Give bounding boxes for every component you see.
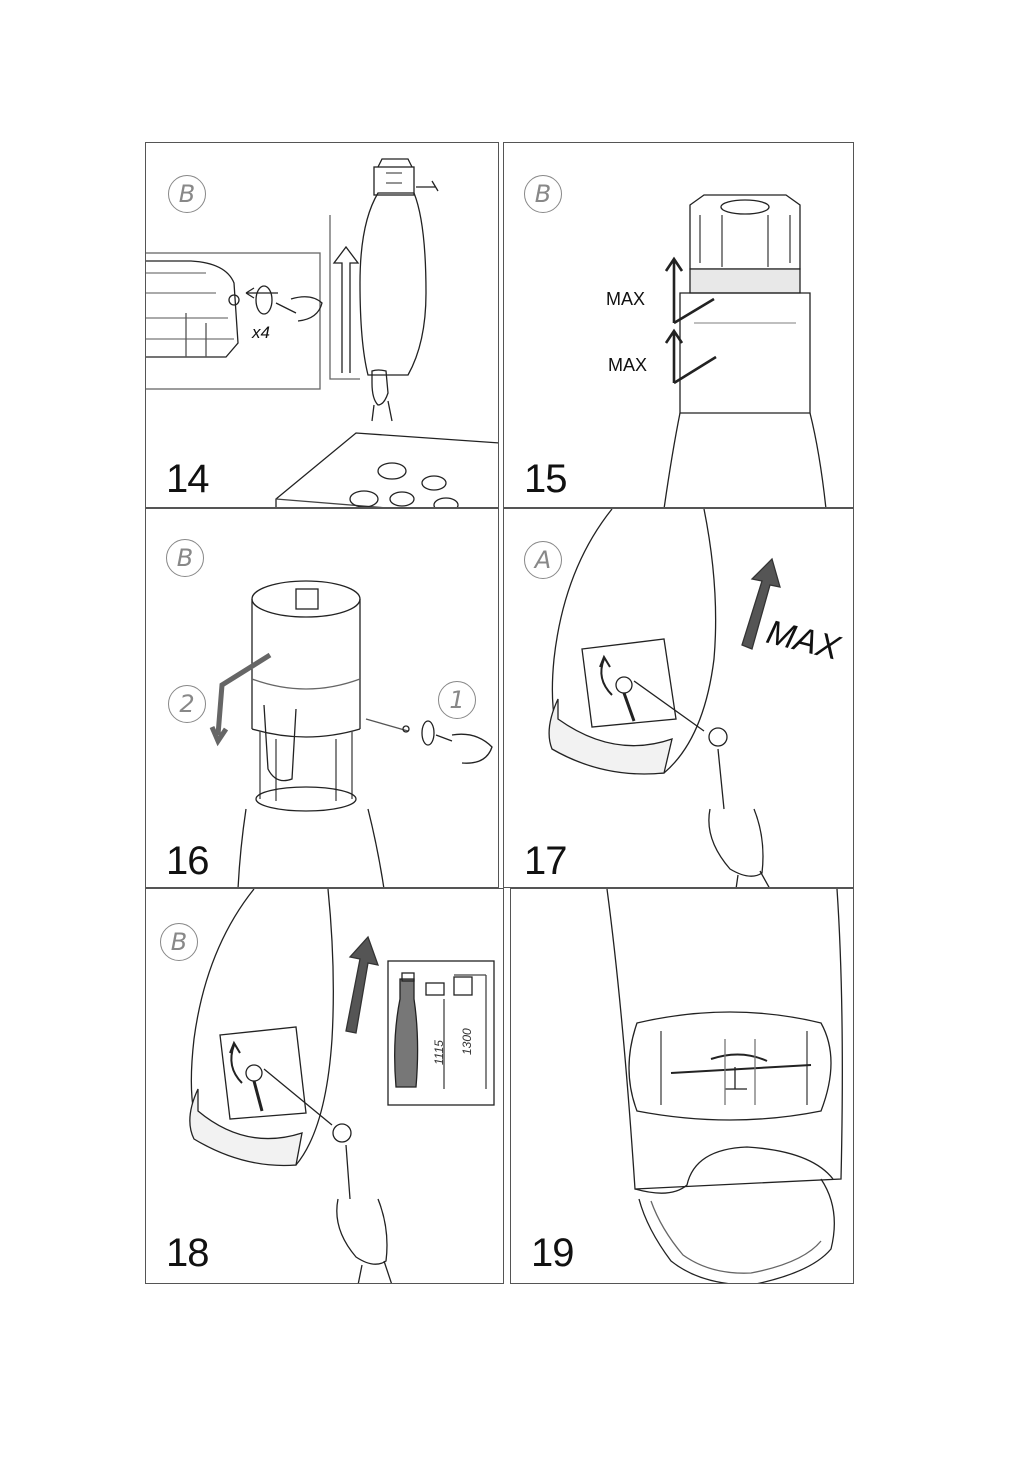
step-15-panel: B MAX MAX 15 <box>503 142 854 508</box>
multiplier-label: x4 <box>252 323 270 343</box>
step-18-panel: B 1115 1300 18 <box>145 888 504 1284</box>
step-number: 17 <box>524 841 567 881</box>
callout-two: 2 <box>168 685 206 723</box>
callout-one: 1 <box>438 681 476 719</box>
variant-badge: A <box>524 541 562 579</box>
dimension-1300: 1300 <box>460 1028 474 1055</box>
max-label-bottom: MAX <box>608 355 647 376</box>
step-number: 18 <box>166 1233 209 1273</box>
variant-badge: B <box>166 539 204 577</box>
step-16-panel: B 2 1 16 <box>145 508 499 888</box>
step-19-panel: 19 <box>510 888 854 1284</box>
step-number: 19 <box>531 1233 574 1273</box>
variant-badge: B <box>168 175 206 213</box>
variant-badge: B <box>524 175 562 213</box>
dimension-1115: 1115 <box>432 1040 446 1065</box>
step-number: 15 <box>524 459 567 499</box>
variant-badge: B <box>160 923 198 961</box>
step-number: 14 <box>166 459 209 499</box>
max-label-top: MAX <box>606 289 645 310</box>
step-14-panel: B x4 14 <box>145 142 499 508</box>
step-19-illustration <box>511 889 854 1284</box>
step-18-illustration <box>146 889 504 1284</box>
step-number: 16 <box>166 841 209 881</box>
step-17-panel: A MAX 17 <box>503 508 854 888</box>
